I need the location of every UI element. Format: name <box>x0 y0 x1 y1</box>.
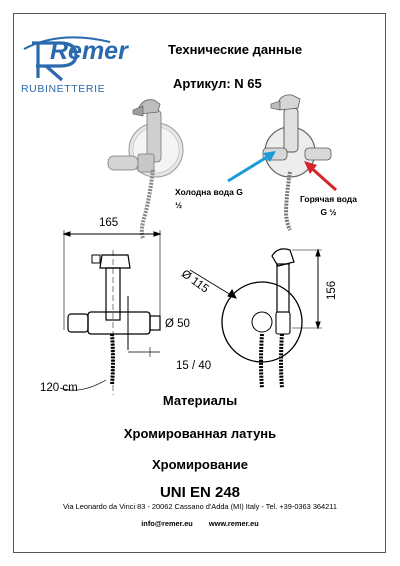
materials-line-1: Хромированная латунь <box>123 426 277 441</box>
technical-drawing-left <box>59 230 162 395</box>
technical-drawing-right <box>189 248 322 389</box>
sheet-border <box>13 13 386 553</box>
brand-tagline: RUBINETTERIE <box>21 83 106 95</box>
product-photo-left <box>107 99 184 239</box>
dimension-depth: Ø 50 <box>165 318 190 330</box>
dimension-width: 165 <box>99 217 119 229</box>
footer-website[interactable]: www.remer.eu <box>208 519 259 528</box>
cold-water-label: Холодна вода G ½ <box>175 187 243 210</box>
brand-name: Remer <box>50 37 128 65</box>
dimension-offset: 15 / 40 <box>176 360 212 372</box>
product-photo-right <box>227 94 337 231</box>
materials-title: Материалы <box>162 393 238 408</box>
article-number: Артикул: N 65 <box>173 76 262 91</box>
dimension-hose: 120 cm <box>40 382 78 394</box>
standard-label: UNI EN 248 <box>159 484 241 501</box>
page-title: Технические данные <box>168 42 303 57</box>
footer-address: Via Leonardo da Vinci 83 - 20062 Cassano… <box>63 502 337 511</box>
footer-contacts: info@remer.eu www.remer.eu <box>0 519 400 528</box>
materials-line-2: Хромирование <box>152 457 248 472</box>
hot-water-label: Горячая вода G ½ <box>300 194 357 217</box>
brand-logo-mark <box>23 36 111 82</box>
dimension-height: 156 <box>326 280 338 300</box>
footer-email[interactable]: info@remer.eu <box>141 519 193 528</box>
